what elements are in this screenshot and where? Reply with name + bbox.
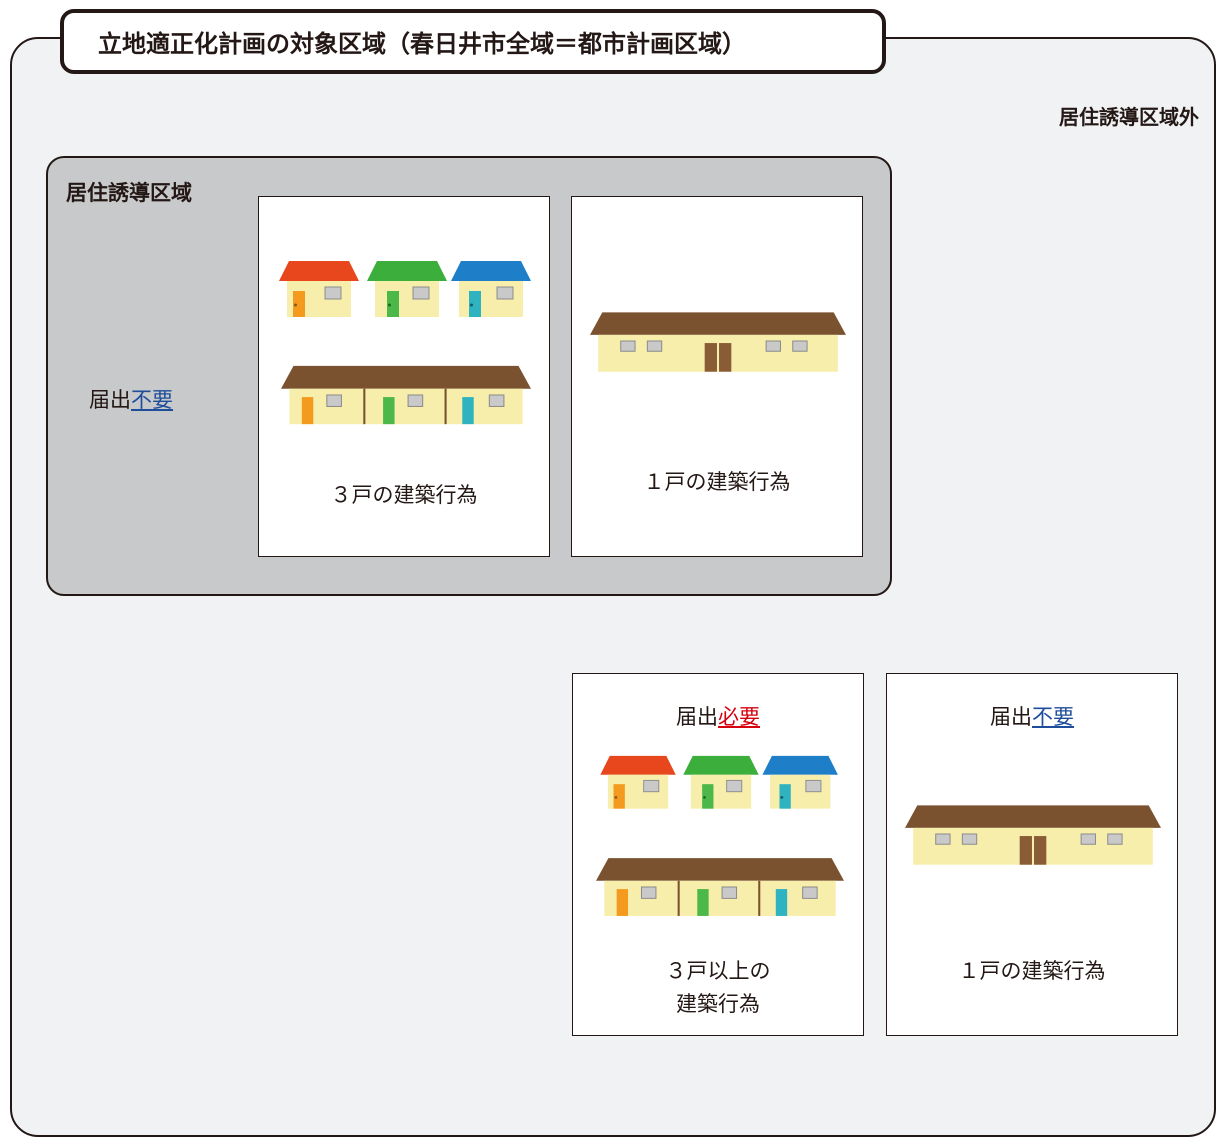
outside-card-one-unit: 届出不要 １戸の建築行為 — [886, 673, 1178, 1036]
notice-not-required: 不要 — [131, 388, 173, 412]
caption-three-plus-line2: 建築行為 — [676, 992, 760, 1016]
caption-one-unit: １戸の建築行為 — [643, 470, 791, 494]
residential-zone-label: 居住誘導区域 — [66, 181, 192, 205]
inside-card-three-units: ３戸の建築行為 — [258, 196, 550, 557]
three-houses-icon — [278, 260, 532, 318]
three-houses-icon — [599, 755, 839, 810]
outside-multi-notice: 届出必要 — [573, 700, 863, 734]
caption-one-unit: １戸の建築行為 — [958, 959, 1106, 983]
diagram-title: 立地適正化計画の対象区域（春日井市全域＝都市計画区域） — [98, 30, 746, 58]
notice-not-required: 不要 — [1032, 705, 1074, 729]
row-house-icon — [594, 857, 846, 917]
notice-prefix: 届出 — [89, 388, 131, 412]
single-house-icon — [589, 311, 847, 373]
row-house-icon — [279, 364, 533, 426]
title-box: 立地適正化計画の対象区域（春日井市全域＝都市計画区域） — [60, 9, 886, 74]
inside-card-one-unit: １戸の建築行為 — [571, 196, 863, 557]
single-house-icon — [904, 804, 1162, 866]
caption-three-plus-line1: ３戸以上の — [665, 959, 771, 983]
outside-zone-label: 居住誘導区域外 — [1059, 105, 1199, 129]
notice-required: 必要 — [718, 705, 760, 729]
notice-prefix: 届出 — [676, 705, 718, 729]
inside-notice: 届出不要 — [89, 384, 173, 414]
outside-card-three-plus-units: 届出必要 ３戸以上の 建築行為 — [572, 673, 864, 1036]
notice-prefix: 届出 — [990, 705, 1032, 729]
caption-three-units: ３戸の建築行為 — [330, 483, 478, 507]
outside-single-notice: 届出不要 — [887, 700, 1177, 734]
